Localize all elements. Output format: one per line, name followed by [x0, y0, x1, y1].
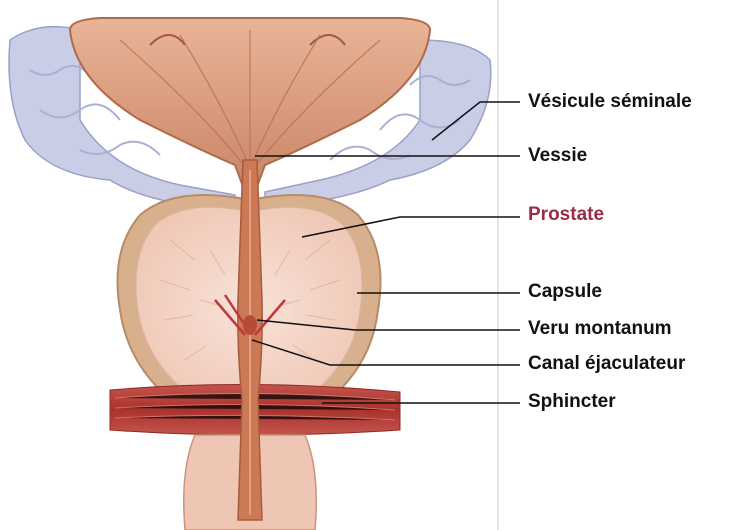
label-prostate: Prostate [528, 204, 604, 226]
label-canal-ejaculateur: Canal éjaculateur [528, 353, 685, 375]
veru-montanum [243, 315, 257, 335]
label-vessie: Vessie [528, 145, 587, 167]
label-vesicule-seminale: Vésicule séminale [528, 91, 692, 113]
label-veru-montanum: Veru montanum [528, 318, 672, 340]
label-sphincter: Sphincter [528, 391, 616, 413]
label-capsule: Capsule [528, 281, 602, 303]
